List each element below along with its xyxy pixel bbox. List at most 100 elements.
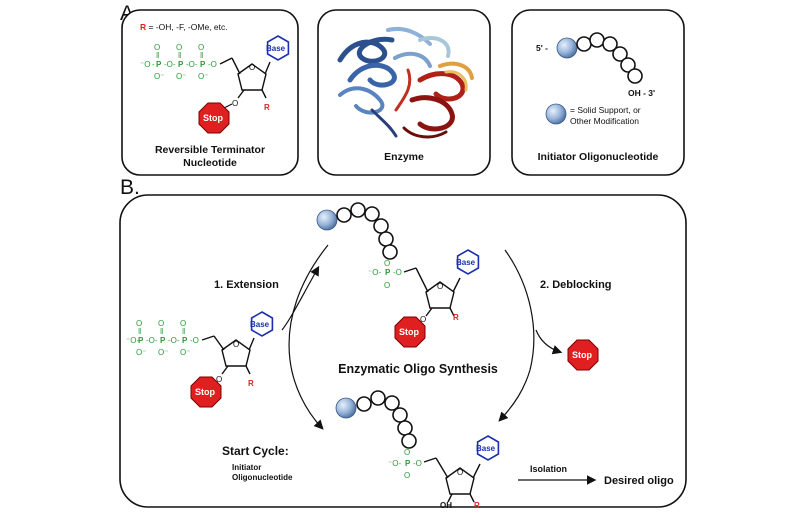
svg-text:-O: -O [413,459,422,468]
reversible-terminator-box: R = -OH, -F, -OMe, etc. ⁻O - P O ‖ O⁻ -O… [121,9,299,176]
svg-text:-O-: -O- [164,60,176,69]
r-group-definition: = -OH, -F, -OMe, etc. [146,22,227,32]
oh-label: OH [440,501,452,510]
svg-text:-O-: -O- [186,60,198,69]
svg-text:-O-: -O- [146,336,158,345]
box1-caption-line1: Reversible Terminator [155,144,265,156]
svg-text:O: O [404,448,410,457]
svg-text:‖: ‖ [200,51,203,60]
enzyme-box: Enzyme [317,9,491,176]
desired-oligo-label: Desired oligo [604,475,674,487]
svg-text:‖: ‖ [178,51,181,60]
svg-text:O: O [249,63,255,72]
svg-text:O: O [437,282,443,291]
svg-text:⁻O-: ⁻O- [388,459,401,468]
oligo-chain [576,32,643,84]
svg-text:R = -OH, -F, -OMe, etc.: R = -OH, -F, -OMe, etc. [140,22,228,32]
svg-text:R: R [474,501,480,510]
svg-text:O: O [457,468,463,477]
svg-text:P: P [182,336,188,345]
svg-text:P: P [200,60,206,69]
triphosphate-chain: ⁻O - P O ‖ O⁻ -O- P O ‖ O⁻ -O- P O ‖ O⁻ … [140,43,217,81]
svg-text:O: O [198,43,204,52]
svg-text:O⁻: O⁻ [154,72,164,81]
box1-caption-line2: Nucleotide [183,157,237,169]
svg-text:P: P [138,336,144,345]
svg-text:O: O [180,319,186,328]
start-sub-line2: Oligonucleotide [232,473,293,482]
legend-line1: = Solid Support, or [570,105,641,115]
r-group-label: R [140,22,146,32]
start-sub-line1: Initiator [232,463,261,472]
svg-text:R: R [248,379,254,388]
incoming-nucleotide: ⁻O- P O ‖ O⁻ -O- P O ‖ O⁻ -O- P O ‖ O⁻ -… [126,311,274,408]
released-stop: Stop [567,339,599,371]
initiator-box: 5' - OH - 3' = Solid Support, or Other M… [511,9,685,176]
svg-text:Stop: Stop [195,387,215,397]
legend-line2: Other Modification [570,116,639,126]
box3-caption: Initiator Oligonucleotide [538,151,659,163]
synthesis-cycle-box [119,194,687,508]
svg-text:P: P [160,336,166,345]
arrow-stop-out [535,329,563,355]
svg-text:O: O [232,99,238,108]
svg-text:Base: Base [250,320,270,329]
stop-label: Stop [203,113,223,123]
svg-text:O: O [384,259,390,268]
svg-text:O: O [404,471,410,480]
cycle-center-title: Enzymatic Oligo Synthesis [338,362,498,376]
panel-b-label: B. [120,176,140,199]
svg-text:O: O [136,319,142,328]
svg-text:⁻O-: ⁻O- [126,336,139,345]
svg-text:-O-: -O- [168,336,180,345]
svg-text:P: P [178,60,184,69]
svg-text:P: P [405,459,411,468]
svg-text:R: R [453,313,459,322]
svg-text:O: O [420,315,426,324]
box2-caption: Enzyme [384,151,424,163]
ribose-sugar [219,57,271,91]
solid-support-sphere [556,37,578,59]
svg-text:Stop: Stop [399,327,419,337]
extended-oligo: O ⁻O- P -O O O Base O R Stop [316,202,480,348]
svg-text:-O: -O [208,60,217,69]
svg-text:O⁻: O⁻ [158,348,168,357]
arrow-left-down [288,244,329,430]
svg-text:‖: ‖ [182,327,185,336]
svg-text:Base: Base [476,444,496,453]
enzyme-structure-image [337,27,474,139]
svg-text:Stop: Stop [572,350,592,360]
svg-text:O⁻: O⁻ [136,348,146,357]
deblocked-oligo: O ⁻O- P -O O O Base OH R [335,390,500,510]
svg-text:‖: ‖ [160,327,163,336]
arrow-right-down [498,249,535,422]
svg-text:O⁻: O⁻ [176,72,186,81]
svg-text:O⁻: O⁻ [180,348,190,357]
svg-text:O: O [176,43,182,52]
svg-text:O: O [154,43,160,52]
five-prime-label: 5' - [536,43,548,53]
svg-text:Base: Base [456,258,476,267]
svg-text:P: P [385,268,391,277]
start-cycle-label: Start Cycle: [222,444,289,458]
svg-text:O⁻: O⁻ [198,72,208,81]
svg-text:‖: ‖ [138,327,141,336]
svg-text:-O: -O [190,336,199,345]
base-label: Base [266,44,286,53]
svg-text:‖: ‖ [156,51,159,60]
svg-text:-O: -O [393,268,402,277]
svg-text:O: O [233,340,239,349]
svg-text:O: O [384,281,390,290]
svg-text:-: - [152,60,155,69]
cycle-arrows [281,244,597,485]
r-group: R [264,103,270,112]
isolation-label: Isolation [530,464,567,474]
svg-text:O: O [216,375,222,384]
legend-sphere [545,103,567,125]
svg-text:O: O [158,319,164,328]
svg-text:⁻O-: ⁻O- [368,268,381,277]
svg-text:⁻O: ⁻O [140,60,150,69]
step2-label: 2. Deblocking [540,279,612,291]
phosphate-p: P [156,60,162,69]
